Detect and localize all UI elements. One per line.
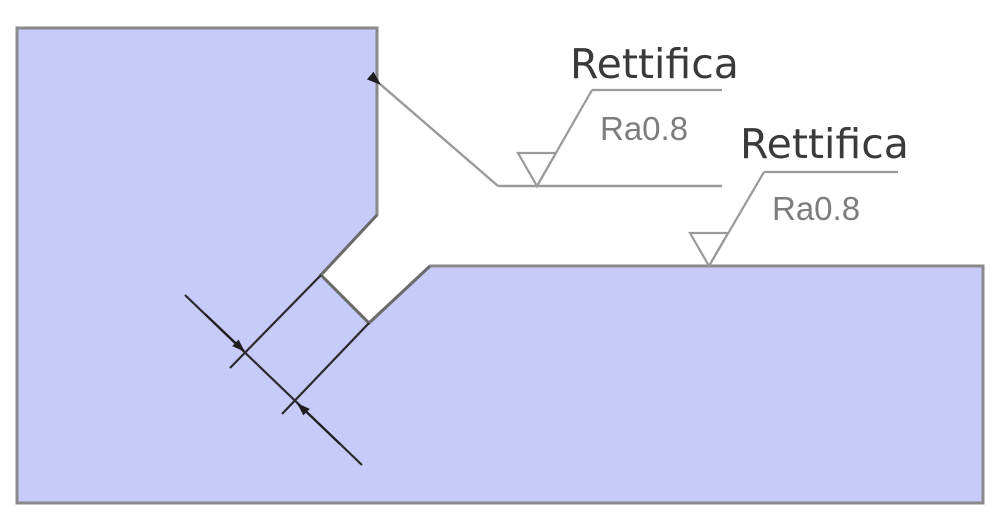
roughness-long-leg-1 <box>536 89 593 187</box>
dimension-arrow-2 <box>297 403 341 445</box>
roughness-label-1: Ra0.8 <box>600 110 688 147</box>
roughness-label-2: Ra0.8 <box>772 190 860 227</box>
process-label-1: Rettifica <box>570 40 739 88</box>
process-label-2: Rettifica <box>740 120 909 168</box>
leader-line-1 <box>366 71 499 187</box>
extension-line-2 <box>281 322 370 415</box>
chamfer-face <box>321 215 430 323</box>
roughness-symbol-2 <box>688 231 730 269</box>
dimension-arrow-1 <box>204 313 245 352</box>
part-body <box>15 26 985 505</box>
chamfer-outline <box>318 213 432 326</box>
roughness-symbol-1 <box>516 151 558 189</box>
roughness-long-leg-2 <box>708 171 765 267</box>
